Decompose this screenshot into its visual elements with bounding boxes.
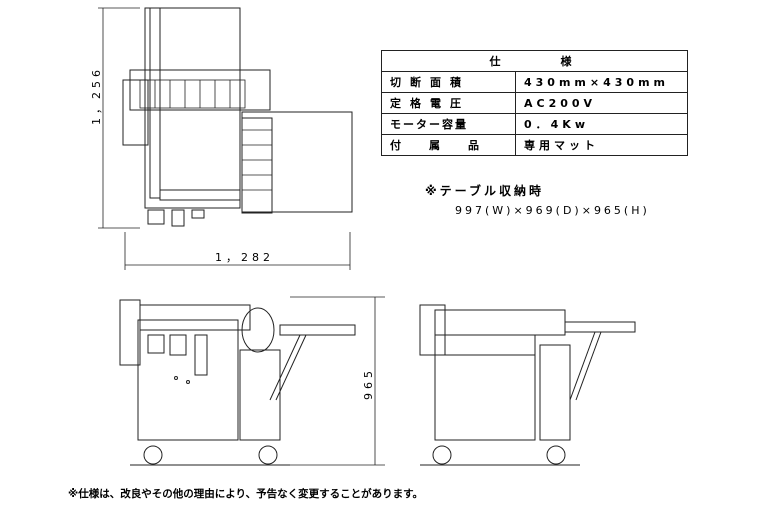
- spec-table-header: 仕様: [381, 50, 688, 72]
- top-view: [122, 7, 353, 227]
- dimension-front-height: 965: [362, 367, 375, 400]
- spec-value: 430mm×430mm: [515, 71, 688, 93]
- storage-note-title: ※テーブル収納時: [425, 184, 544, 198]
- dimension-top-width: 1，282: [215, 251, 274, 264]
- spec-value: AC200V: [515, 92, 688, 114]
- footer-note: ※仕様は、改良やその他の理由により、予告なく変更することがあります。: [68, 488, 424, 500]
- front-view: [119, 299, 356, 466]
- spec-value: 0．4Kw: [515, 113, 688, 135]
- dimension-line-height: [290, 296, 385, 466]
- spec-label: 定格電圧: [381, 92, 516, 114]
- table-row: 付属品専用マット: [381, 134, 688, 156]
- spec-label: 切断面積: [381, 71, 516, 93]
- storage-note-dimensions: 997(W)×969(D)×965(H): [455, 204, 650, 217]
- side-view: [419, 304, 636, 466]
- dimension-top-height: 1，256: [90, 66, 103, 125]
- dimension-lines-top: [98, 7, 351, 270]
- spec-value: 専用マット: [515, 134, 688, 156]
- spec-label: 付属品: [381, 134, 516, 156]
- spec-label: モーター容量: [381, 113, 516, 135]
